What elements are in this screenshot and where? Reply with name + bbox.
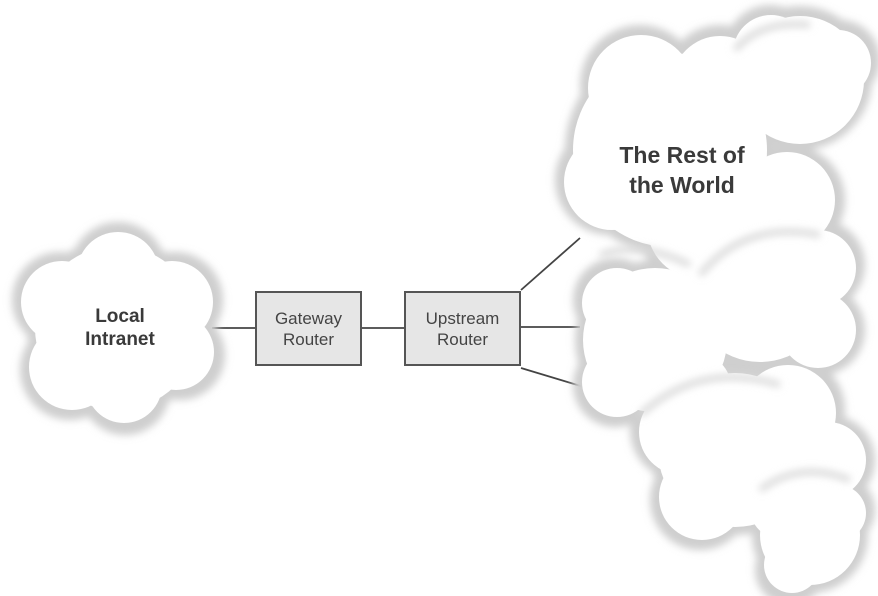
gateway-router-box: Gateway Router <box>255 291 362 366</box>
local-intranet-label-line1: Local <box>95 306 145 327</box>
local-intranet-label: Local Intranet <box>40 305 200 351</box>
rest-of-world-label: The Rest of the World <box>582 140 782 200</box>
gateway-router-label-line1: Gateway <box>274 309 343 328</box>
upstream-router-label-line2: Router <box>436 330 489 349</box>
upstream-router-box: Upstream Router <box>404 291 521 366</box>
gateway-router-label-line2: Router <box>282 330 335 349</box>
rest-of-world-label-line2: the World <box>629 172 735 198</box>
upstream-router-label-line1: Upstream <box>425 309 500 328</box>
rest-of-world-clouds <box>555 5 878 596</box>
rest-of-world-label-line1: The Rest of <box>619 142 745 168</box>
link-upstream-world-top <box>520 237 581 291</box>
local-intranet-label-line2: Intranet <box>85 329 155 350</box>
local-intranet-cloud <box>12 222 225 435</box>
